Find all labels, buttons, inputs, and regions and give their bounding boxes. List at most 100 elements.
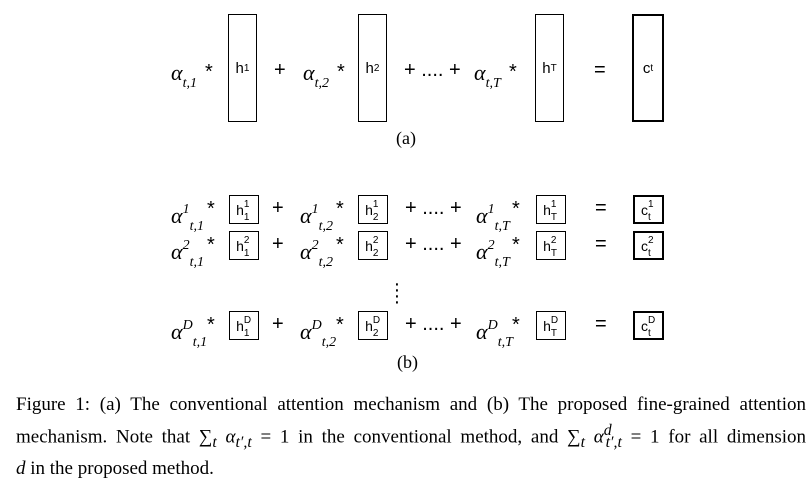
alpha-subscript: t,T — [494, 219, 510, 234]
alpha-symbol: α — [171, 203, 183, 228]
plus-sign: + — [272, 197, 284, 219]
alpha-subscript: t,2 — [321, 335, 337, 350]
sum-index: t — [212, 434, 217, 452]
multiply-sign: * — [512, 234, 520, 256]
sum-symbol: ∑ — [567, 426, 581, 448]
equals-one: = 1 — [251, 426, 290, 448]
h-superscript: 2 — [243, 234, 250, 246]
alpha-symbol: α — [171, 319, 183, 344]
caption-line-3: d in the proposed method. — [16, 456, 806, 482]
alpha-subscript: t,T — [497, 335, 513, 350]
alpha-subscript: t′,t — [605, 434, 622, 452]
plus-sign: + — [272, 233, 284, 255]
h-superscript: D — [372, 314, 381, 326]
h-subscript: 2 — [372, 327, 379, 339]
part-b-label: (b) — [397, 352, 418, 372]
alpha-symbol: α — [476, 203, 488, 228]
equals-sign: = — [595, 197, 607, 219]
h-subscript: 1 — [243, 247, 250, 259]
alpha-symbol: α — [474, 60, 486, 85]
multiply-sign: * — [207, 314, 215, 336]
alpha-superscript: D — [487, 318, 498, 333]
alpha-superscript: 2 — [311, 238, 319, 253]
h-subscript: 2 — [372, 211, 379, 223]
ellipsis-plus: + .... + — [405, 233, 462, 255]
alpha-superscript: 1 — [182, 202, 190, 217]
alpha-subscript: t,1 — [182, 76, 197, 91]
alpha-weight: α2t,1 — [171, 239, 204, 270]
alpha-symbol: α — [300, 203, 312, 228]
equals-sign: = — [594, 59, 606, 81]
alpha-superscript: D — [182, 318, 193, 333]
h-superscript: 1 — [243, 198, 250, 210]
c-superscript: 1 — [648, 198, 654, 210]
alpha-weight: α1 t,T — [476, 203, 510, 234]
h-subscript: T — [550, 327, 557, 339]
multiply-sign: * — [336, 314, 344, 336]
alpha-weight: α2 t,2 — [300, 239, 333, 270]
alpha-subscript: t,2 — [318, 255, 333, 270]
h-subscript: 1 — [243, 211, 250, 223]
alpha-subscript: t,1 — [189, 219, 204, 234]
alpha-symbol: α — [300, 239, 312, 264]
multiply-sign: * — [509, 61, 517, 83]
c-letter: c — [641, 201, 648, 218]
alpha-subscript: t,2 — [318, 219, 333, 234]
h-subscript: T — [550, 247, 557, 259]
part-a-label: (a) — [396, 128, 416, 148]
caption-line-2: mechanism. Note that ∑t αt′,t = 1 in the… — [16, 418, 806, 456]
alpha-tT: αt,T — [474, 62, 501, 91]
alpha-subscript: t,1 — [189, 255, 204, 270]
multiply-sign: * — [336, 234, 344, 256]
caption-text: in the conventional method, and — [289, 426, 568, 448]
alpha-weight: α1 t,1 — [171, 203, 204, 234]
multiply-sign: * — [512, 198, 520, 220]
alpha-weight: α1t,2 — [300, 203, 333, 234]
h-subscript: 1 — [243, 327, 250, 339]
alpha-subscript: t,1 — [192, 335, 208, 350]
ellipsis-plus: + .... + — [405, 313, 462, 335]
alpha-symbol: α — [585, 426, 604, 448]
h-symbol: h — [365, 59, 374, 77]
h-symbol: h — [235, 59, 244, 77]
c-letter: c — [641, 317, 648, 334]
h-subscript: T — [550, 62, 557, 74]
alpha-superscript: 1 — [487, 202, 495, 217]
multiply-sign: * — [207, 198, 215, 220]
alpha-weight: αDt,1 — [171, 319, 207, 350]
c-symbol: c — [642, 59, 651, 77]
h-subscript: 2 — [372, 247, 379, 259]
alpha-symbol: α — [171, 239, 183, 264]
c-letter: c — [641, 237, 648, 254]
h-subscript: 1 — [243, 62, 250, 74]
alpha-superscript: D — [311, 318, 322, 333]
alpha-symbol: α — [300, 319, 312, 344]
alpha-symbol: α — [303, 60, 315, 85]
plus-sign: + — [272, 313, 284, 335]
c-superscript: D — [648, 314, 656, 326]
alpha-weight: αDt,T — [476, 319, 513, 350]
alpha-symbol: α — [171, 60, 183, 85]
alpha-symbol: α — [216, 426, 236, 448]
alpha-subscript: t,T — [485, 76, 501, 91]
h-subscript: 2 — [373, 62, 380, 74]
